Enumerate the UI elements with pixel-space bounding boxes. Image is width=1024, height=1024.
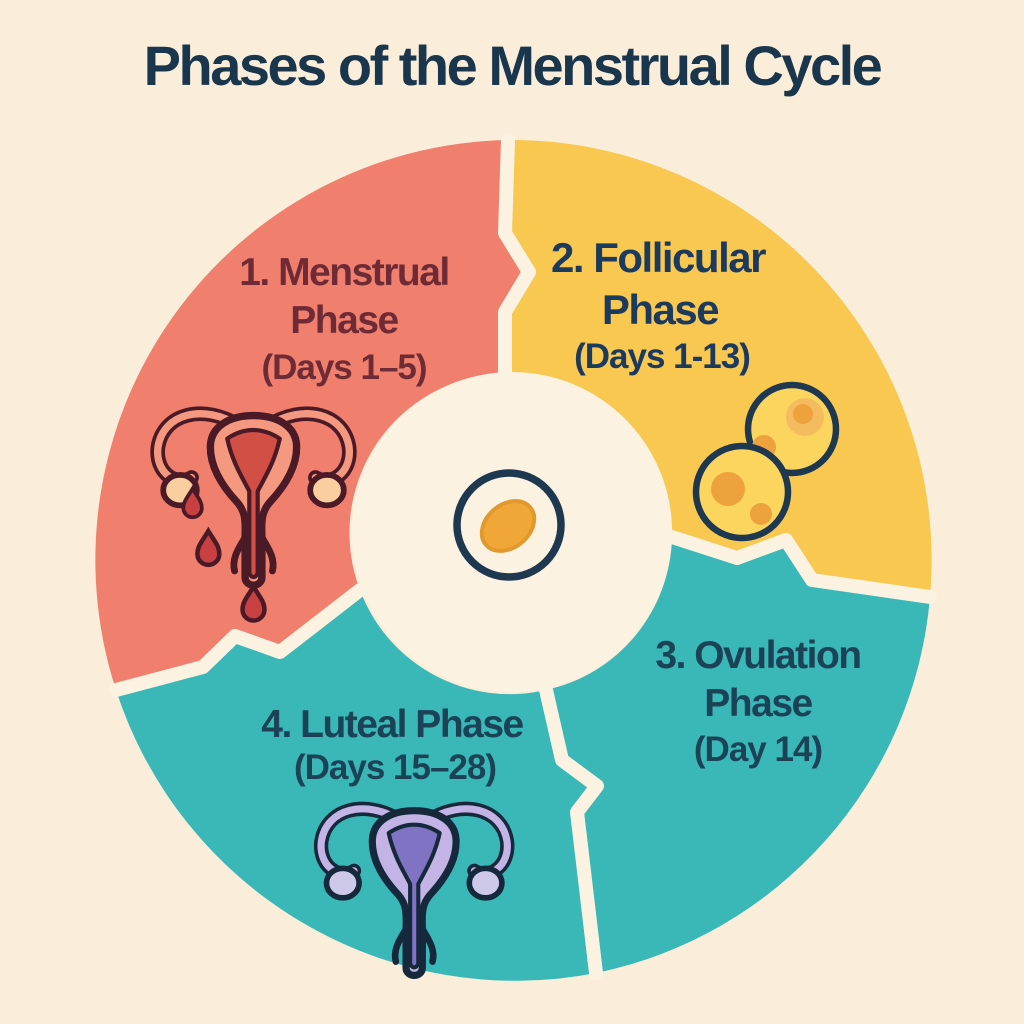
segment-dividers [109, 133, 937, 980]
luteal-label-line1: 4. Luteal Phase [261, 703, 523, 746]
follicle-spot [711, 472, 745, 506]
follicle-spot [793, 404, 813, 424]
divider-luteal-menstrual [109, 583, 367, 697]
label-menstrual-phase: 1. Menstrual Phase (Days 1–5) [239, 251, 450, 387]
ovulation-label-days: (Day 14) [694, 730, 822, 769]
follicular-label-line1: 2. Follicular [551, 234, 766, 281]
ovulation-label-line1: 3. Ovulation [655, 634, 860, 677]
page-title: Phases of the Menstrual Cycle [144, 34, 882, 97]
label-luteal-phase: 4. Luteal Phase (Days 15–28) [261, 703, 525, 787]
divider-follicular-ovulation [665, 530, 937, 604]
divider-ovulation-luteal [539, 683, 604, 980]
menstrual-label-line1: 1. Menstrual [239, 251, 449, 294]
ovarian-follicles-icon [692, 381, 840, 542]
menstrual-label-days: (Days 1–5) [261, 348, 426, 387]
ovum-icon [453, 469, 565, 581]
divider-menstrual-follicular [498, 133, 536, 380]
cycle-wheel: 1. Menstrual Phase (Days 1–5) 2. Follicu… [95, 133, 937, 981]
follicle-spot [750, 503, 772, 525]
luteal-label-days: (Days 15–28) [294, 748, 496, 787]
menstrual-label-line2: Phase [290, 299, 398, 342]
segment-follicular-phase [505, 139, 932, 597]
follicular-label-days: (Days 1-13) [574, 337, 750, 376]
ovulation-label-line2: Phase [704, 682, 812, 725]
follicular-label-line2: Phase [602, 286, 718, 333]
ovum-yolk [479, 499, 537, 553]
segment-ovulation-phase [546, 537, 930, 973]
label-follicular-phase: 2. Follicular Phase (Days 1-13) [551, 234, 768, 376]
label-ovulation-phase: 3. Ovulation Phase (Day 14) [655, 634, 862, 769]
